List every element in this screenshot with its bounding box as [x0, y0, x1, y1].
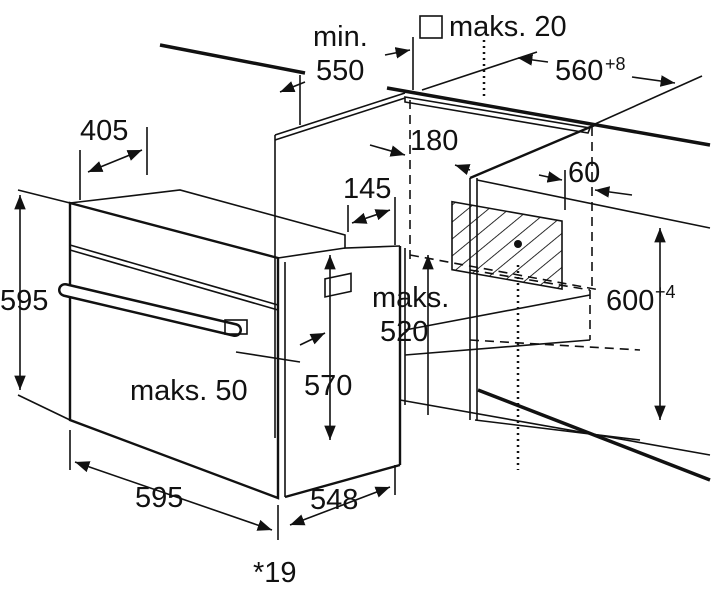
- label-405: 405: [80, 115, 128, 147]
- label-60: 60: [568, 157, 600, 189]
- label-note-19: *19: [253, 557, 297, 589]
- label-570: 570: [304, 370, 352, 402]
- label-min: min.: [313, 21, 368, 53]
- electrical-connection-area: [451, 200, 563, 291]
- label-595-height: 595: [0, 285, 48, 317]
- label-560-tolerance: +8: [605, 54, 626, 74]
- label-548: 548: [310, 484, 358, 516]
- label-600-tolerance: +4: [655, 282, 676, 302]
- label-600: 600: [606, 285, 654, 317]
- label-maks-50: maks. 50: [130, 375, 248, 407]
- label-maks-20: maks. 20: [449, 11, 567, 43]
- label-560: 560: [555, 55, 603, 87]
- label-595-width: 595: [135, 482, 183, 514]
- label-520: 520: [380, 316, 428, 348]
- label-180: 180: [410, 125, 458, 157]
- label-maks: maks.: [372, 282, 449, 314]
- oven: [58, 189, 402, 500]
- label-145: 145: [343, 173, 391, 205]
- label-550: 550: [316, 55, 364, 87]
- square-symbol: [419, 15, 443, 39]
- cabinet-outline: [159, 40, 711, 482]
- dimension-lines: [14, 15, 676, 540]
